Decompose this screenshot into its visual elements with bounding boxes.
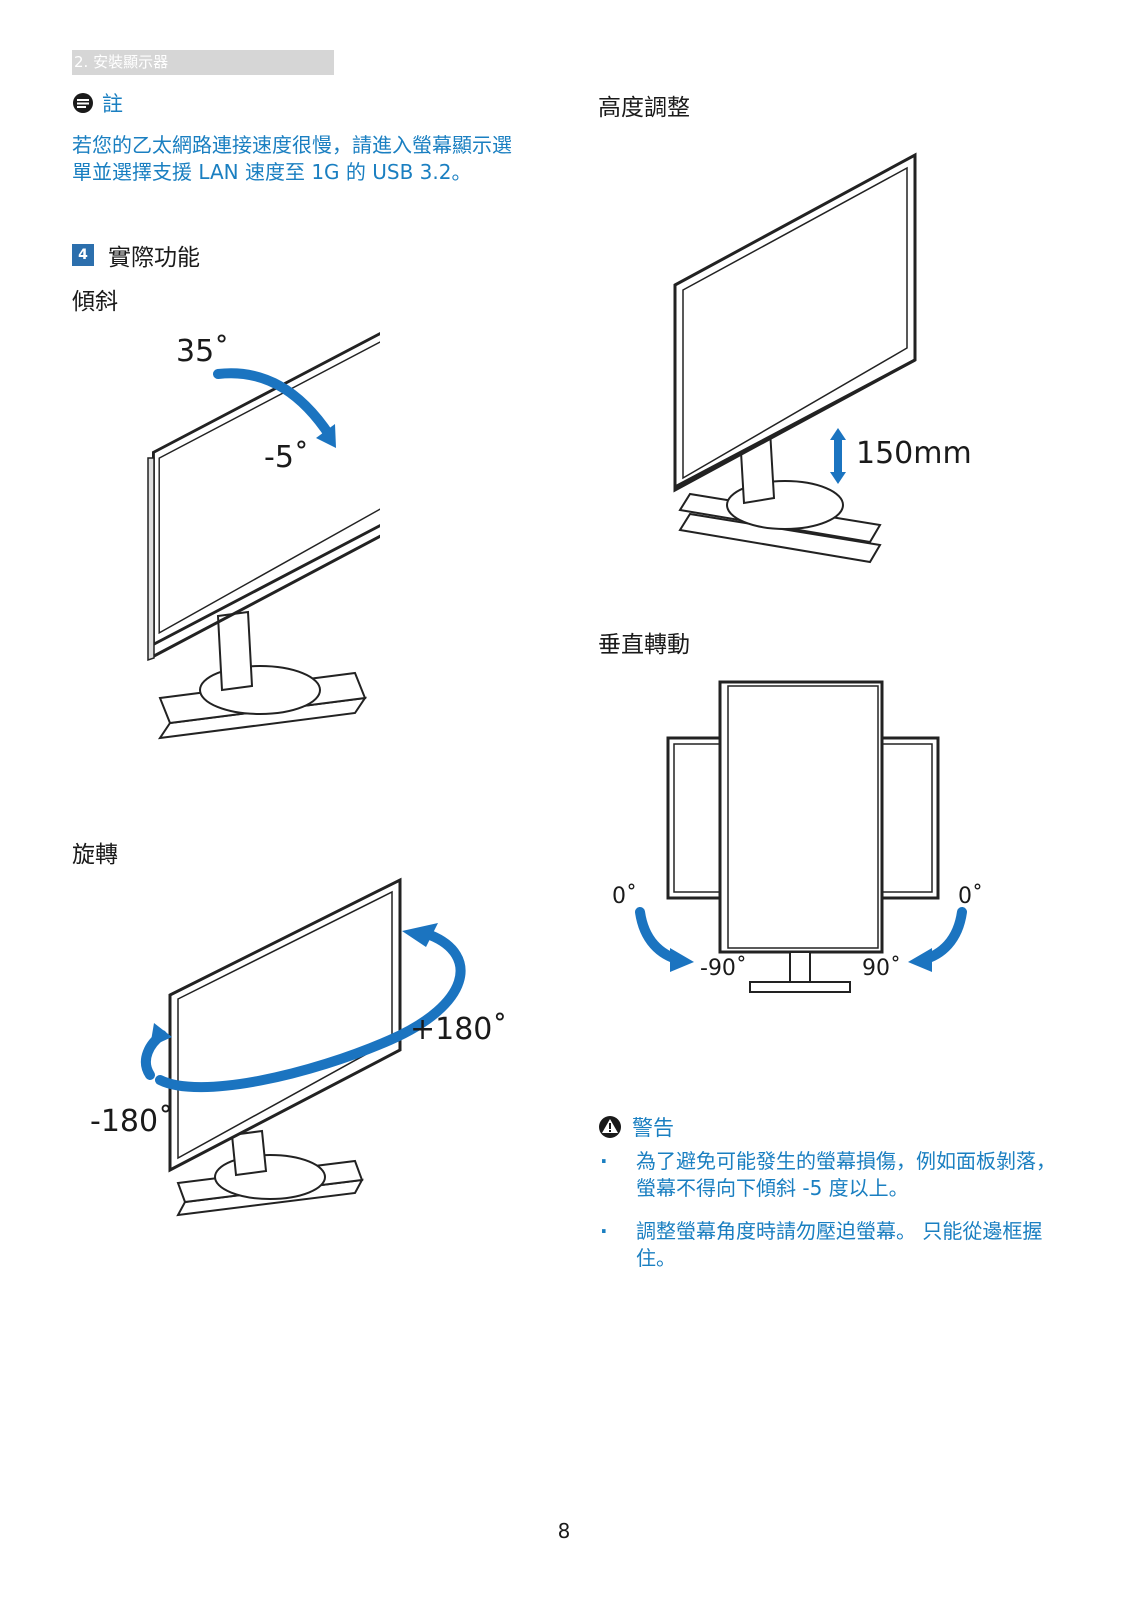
tilt-heading: 傾斜 [72,289,118,315]
pivot-left-0-label: 0˚ [612,884,637,909]
pivot-neg90-label: -90˚ [700,956,747,981]
warning-heading: 警告 [598,1112,674,1142]
swivel-figure [140,877,466,1217]
pivot-heading: 垂直轉動 [598,632,690,658]
warning-icon [599,1116,621,1138]
height-heading: 高度調整 [598,95,690,121]
note-heading: 註 [72,88,123,118]
pivot-right-0-label: 0˚ [958,884,983,909]
swivel-angle-pos-label: +180˚ [410,1012,508,1047]
warning-item: 為了避免可能發生的螢幕損傷，例如面板剝落，螢幕不得向下傾斜 -5 度以上。 [598,1148,1068,1202]
page-number: 8 [557,1519,571,1543]
section-title: 實際功能 [108,245,200,271]
height-figure [673,152,917,564]
note-title: 註 [102,92,123,116]
section-header-bar: 2. 安裝顯示器 [72,50,334,75]
swivel-angle-neg-label: -180˚ [90,1104,174,1139]
tilt-figure [147,332,380,740]
warning-item: 調整螢幕角度時請勿壓迫螢幕。 只能從邊框握住。 [598,1218,1068,1272]
warning-title: 警告 [632,1116,674,1140]
tilt-angle-up-label: 35˚ [176,334,230,369]
tilt-angle-down-label: -5˚ [264,440,309,475]
warning-list: 為了避免可能發生的螢幕損傷，例如面板剝落，螢幕不得向下傾斜 -5 度以上。 調整… [598,1148,1068,1288]
pivot-figure [635,680,967,993]
pivot-pos90-label: 90˚ [862,956,901,981]
note-icon [73,93,93,113]
section-4-heading: 4 實際功能 [72,238,200,272]
swivel-heading: 旋轉 [72,842,118,868]
section-number-badge: 4 [72,244,94,266]
height-range-label: 150mm [856,436,972,471]
note-text: 若您的乙太網路連接速度很慢，請進入螢幕顯示選單並選擇支援 LAN 速度至 1G … [72,133,512,184]
